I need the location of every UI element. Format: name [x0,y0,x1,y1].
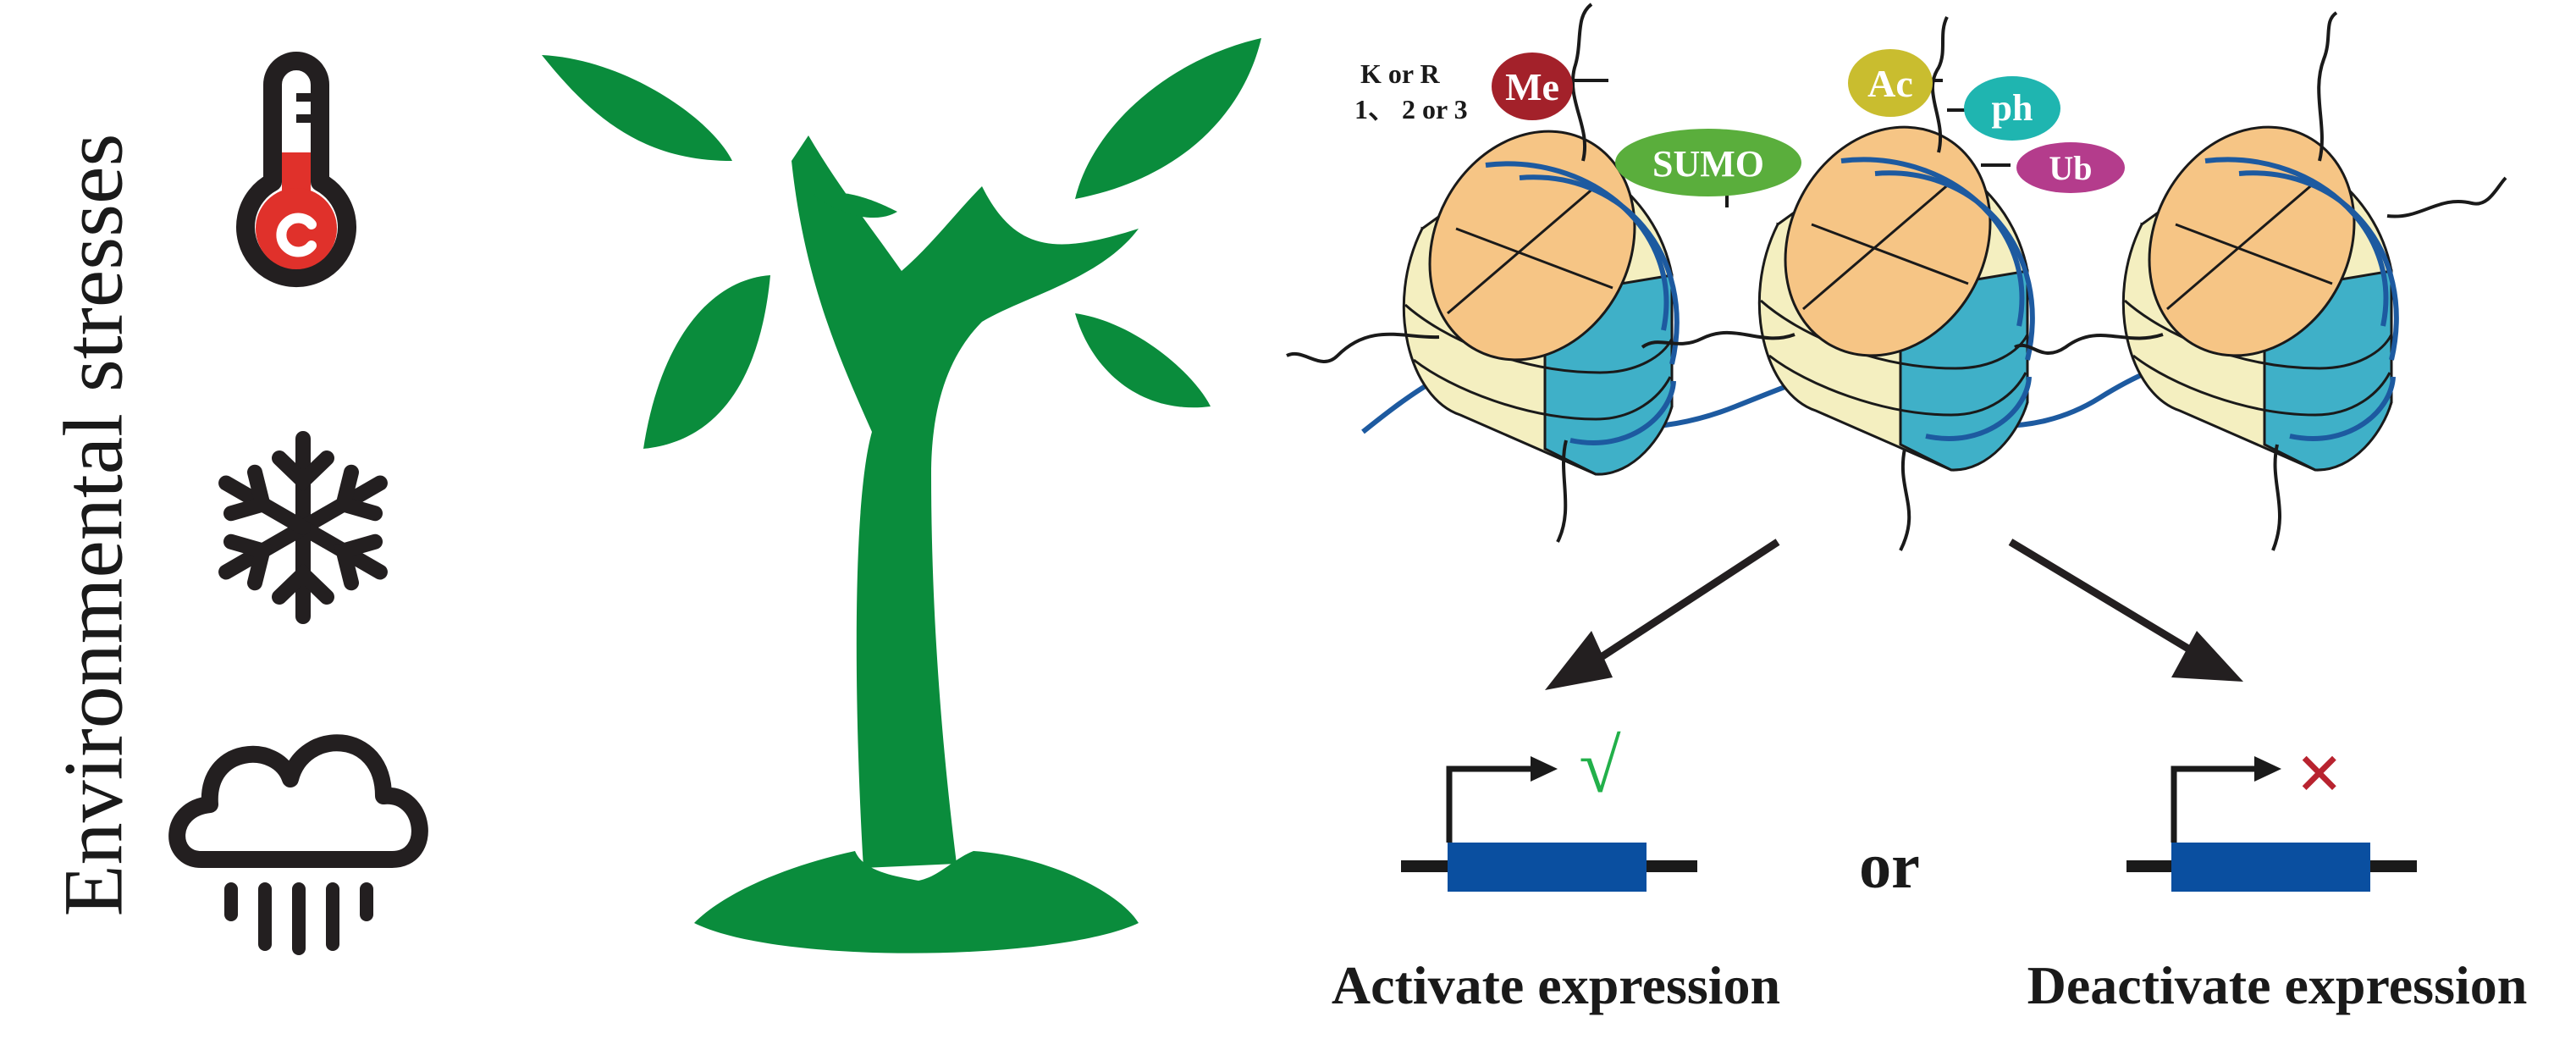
nucleosome-chain [1286,3,2507,551]
check-mark-icon: √ [1579,725,1621,809]
mod-badge-ub: Ub [2016,142,2125,193]
mod-label: Ac [1867,62,1913,105]
mod-badge-ph: ph [1964,76,2060,141]
deactivate-label: Deactivate expression [2027,955,2528,1015]
mod-label: Me [1505,65,1559,108]
mod-label: Ub [2049,149,2092,187]
snowflake-icon [214,431,392,616]
mod-badge-sumo: SUMO [1615,129,1801,196]
mod-badge-me: Me [1492,53,1573,120]
arrow-right-icon [2008,539,2243,682]
rain-cloud-icon [168,734,428,955]
or-label: or [1859,831,1920,902]
inactive-gene [2126,756,2417,892]
cross-mark-icon: × [2297,727,2343,818]
mod-badge-ac: Ac [1848,49,1933,117]
active-gene [1401,756,1697,892]
mod-label: SUMO [1652,143,1764,185]
site-note-line2: 1、 2 or 3 [1354,94,1468,124]
site-note-line1: K or R [1360,58,1441,89]
plant-icon [542,38,1261,953]
arrow-left-icon [1545,539,1780,690]
activate-label: Activate expression [1332,955,1780,1015]
mod-label: ph [1992,87,2033,129]
thermometer-icon [236,52,356,288]
